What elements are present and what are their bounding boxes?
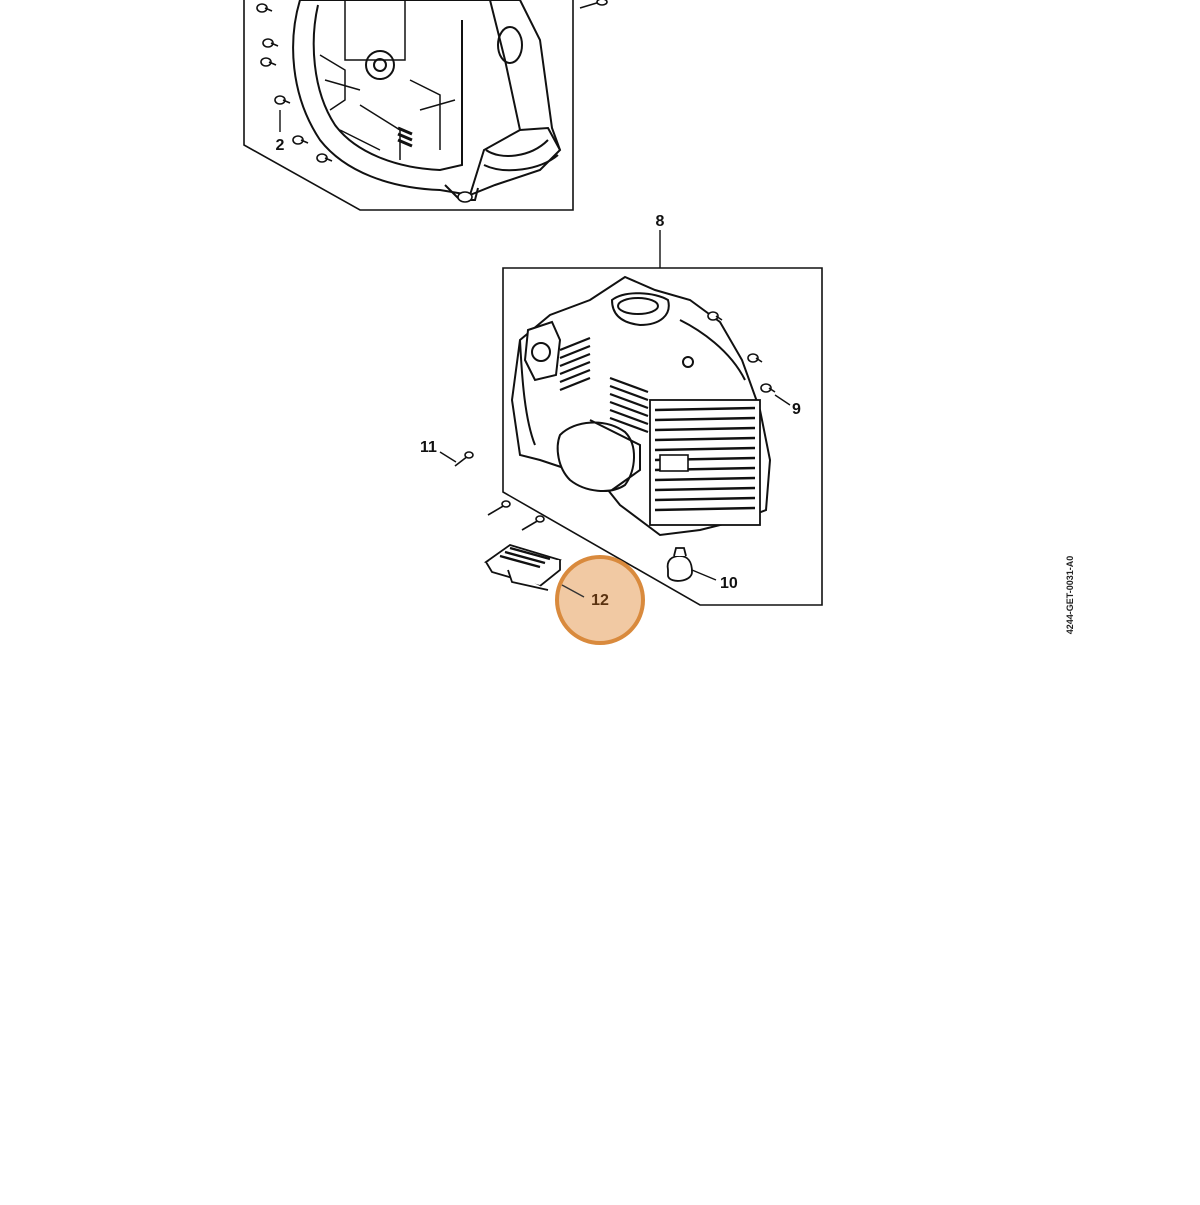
shroud-center-vents bbox=[609, 376, 649, 434]
blower-nozzle-knob bbox=[497, 26, 523, 64]
blower-fins bbox=[397, 126, 413, 148]
blower-housing-frame bbox=[243, 0, 574, 211]
leader-line-12 bbox=[561, 584, 585, 598]
shroud-assembly bbox=[439, 230, 823, 606]
loose-screws bbox=[487, 500, 545, 531]
leader-line-9 bbox=[774, 394, 791, 406]
blower-scroll-inner bbox=[312, 4, 463, 172]
blower-nozzle-ring bbox=[483, 139, 559, 172]
screw-icon bbox=[457, 191, 473, 203]
shroud-right-contour bbox=[679, 319, 746, 381]
shroud-boss-hole bbox=[531, 342, 551, 362]
shroud-starter-lip bbox=[589, 419, 641, 491]
callout-label-9[interactable]: 9 bbox=[792, 401, 801, 418]
blower-housing-shell bbox=[292, 0, 562, 197]
shroud-small-hole bbox=[682, 356, 694, 368]
shroud-screws bbox=[707, 311, 776, 393]
callout-label-11[interactable]: 11 bbox=[420, 439, 437, 456]
screw-icon bbox=[262, 38, 279, 48]
blower-housing-assembly bbox=[243, 0, 608, 211]
screw-icon bbox=[487, 500, 511, 516]
screw-icon bbox=[292, 135, 309, 145]
screw-icon bbox=[707, 311, 723, 321]
shroud-top-opening-inner bbox=[617, 297, 659, 315]
shroud-left-vents bbox=[559, 336, 591, 392]
callout-label-12[interactable]: 12 bbox=[591, 592, 609, 609]
shroud-left-edge bbox=[519, 339, 536, 446]
filter-part-12-icon bbox=[483, 544, 562, 591]
reference-code: 4244-GET-0031-A0 bbox=[1065, 556, 1075, 635]
callout-label-2[interactable]: 2 bbox=[276, 137, 285, 154]
callout-label-10[interactable]: 10 bbox=[720, 575, 738, 592]
blower-hub-center bbox=[373, 58, 387, 72]
shroud-left-boss bbox=[523, 320, 562, 382]
highlight-circle-12[interactable] bbox=[555, 555, 645, 645]
blower-nozzle bbox=[469, 0, 561, 196]
screw-icon bbox=[260, 57, 277, 67]
housing-screws bbox=[256, 0, 608, 203]
screw-icon bbox=[274, 95, 291, 105]
shroud-frame bbox=[502, 267, 823, 606]
screw-icon bbox=[316, 153, 333, 163]
blower-internal-bracket bbox=[344, 0, 406, 61]
screw-icon bbox=[521, 515, 545, 531]
shroud-starter-opening bbox=[556, 421, 635, 492]
blower-hub bbox=[365, 50, 395, 80]
leader-line-11 bbox=[439, 451, 457, 463]
screw-icon bbox=[760, 383, 776, 393]
plug-10-icon bbox=[666, 547, 693, 582]
callout-label-8[interactable]: 8 bbox=[656, 213, 665, 230]
shroud-grille-label bbox=[659, 454, 689, 472]
screw-11-icon bbox=[454, 451, 474, 467]
leader-line-10 bbox=[691, 569, 717, 581]
screw-icon bbox=[256, 3, 273, 13]
screw-icon bbox=[747, 353, 763, 363]
screw-icon bbox=[579, 0, 608, 9]
